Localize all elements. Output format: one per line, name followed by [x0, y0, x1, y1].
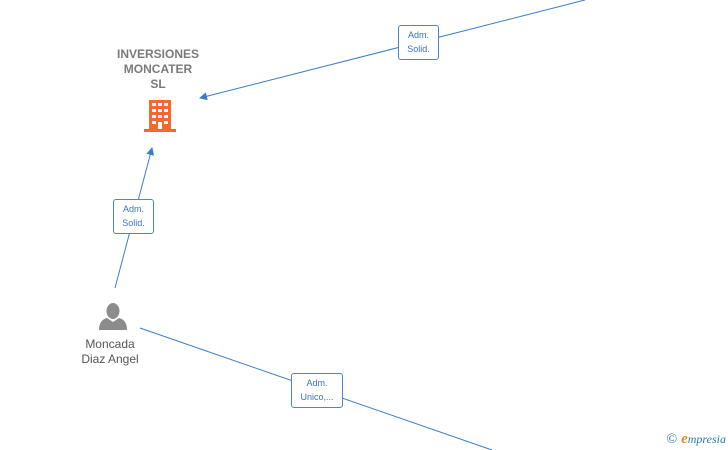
person-name[interactable]: Moncada Diaz Angel [60, 337, 160, 367]
edge-label-line: Adm. [407, 30, 429, 40]
empresia-watermark: © e mpresia [666, 431, 726, 448]
person-name-line: Moncada [85, 337, 135, 351]
company-name-line: SL [150, 77, 166, 91]
company-name[interactable]: INVERSIONES MONCATER SL [98, 47, 218, 92]
edge-label-adm-solid-person[interactable]: Adm. Solid. [113, 199, 154, 234]
edge-line-top [199, 0, 586, 101]
brand-initial: e [681, 431, 688, 447]
edge-label-line: Unico,... [300, 392, 334, 402]
edge-label-adm-solid-top[interactable]: Adm. Solid. [398, 25, 439, 60]
company-name-line: MONCATER [123, 62, 193, 76]
person-icon[interactable] [99, 303, 127, 330]
edge-label-line: Solid. [407, 44, 430, 54]
edge-label-line: Solid. [122, 218, 145, 228]
person-name-line: Diaz Angel [81, 352, 139, 366]
copyright-icon: © [666, 431, 678, 447]
brand-name: mpresia [687, 432, 726, 446]
edge-label-adm-unico[interactable]: Adm. Unico,... [291, 373, 343, 408]
edge-label-line: Adm. [122, 204, 144, 214]
edge-label-line: Adm. [306, 378, 328, 388]
building-icon[interactable] [144, 100, 176, 132]
company-name-line: INVERSIONES [116, 47, 200, 61]
